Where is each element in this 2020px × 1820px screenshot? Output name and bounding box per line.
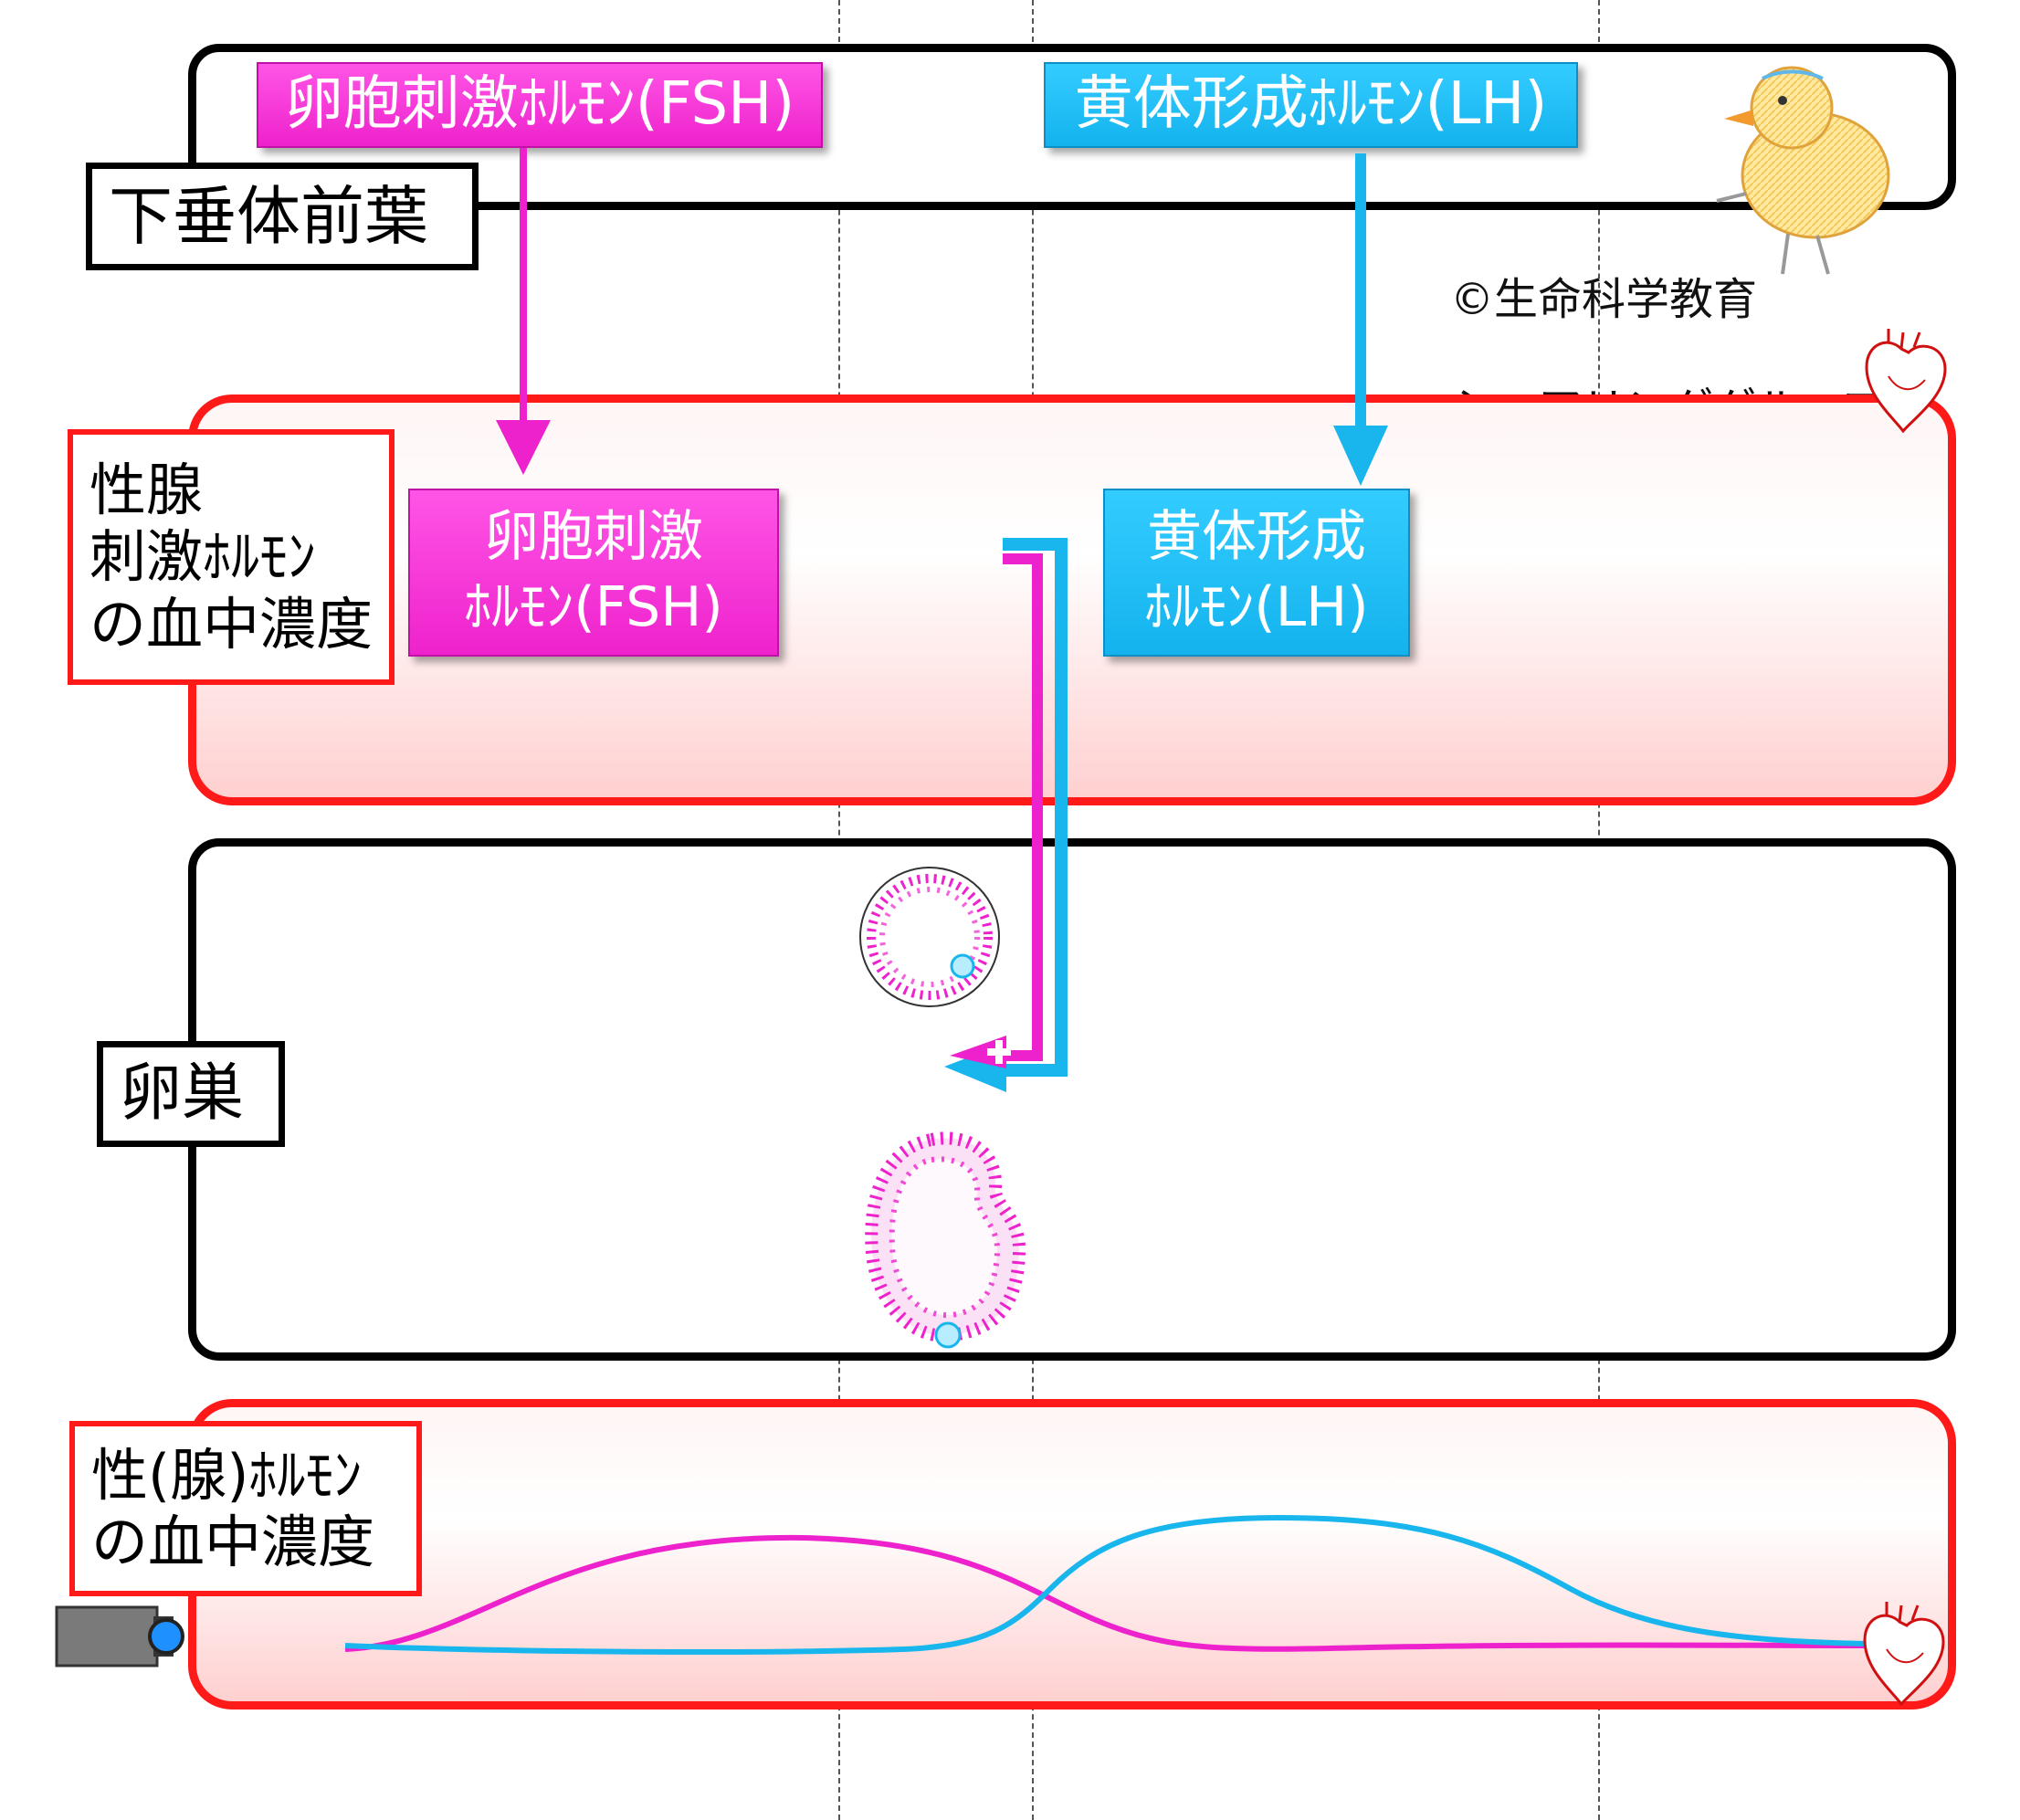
heart-icon — [1865, 329, 1947, 434]
heart-icon — [1863, 1602, 1945, 1707]
plus-sign-v — [995, 1040, 1003, 1064]
camera-icon — [55, 1605, 184, 1667]
corpus-luteum-icon — [865, 1131, 1026, 1349]
pituitary-label: 下垂体前葉 — [86, 163, 479, 270]
stimulation-arrow — [944, 538, 1068, 1092]
chick-icon — [1716, 66, 1890, 275]
ovary-label: 卵巣 — [97, 1041, 285, 1147]
fsh-linked-hormone-curve — [344, 1534, 1873, 1652]
fsh-secretion-arrow — [496, 148, 551, 475]
pituitary-fsh-box: 卵胞刺激ﾎﾙﾓﾝ(FSH) — [257, 62, 823, 148]
lh-secretion-arrow — [1333, 153, 1388, 486]
sex-hormone-blood-label: 性(腺)ﾎﾙﾓﾝ の血中濃度 — [69, 1421, 422, 1596]
follicle-icon — [859, 867, 1000, 1007]
gonadotropin-fsh-box: 卵胞刺激 ﾎﾙﾓﾝ(FSH) — [408, 489, 779, 657]
credit-line-1: ©生命科学教育 — [1450, 274, 1758, 325]
pituitary-lh-box: 黄体形成ﾎﾙﾓﾝ(LH) — [1044, 62, 1578, 148]
lh-linked-hormone-curve — [344, 1514, 1873, 1655]
gonadotropin-lh-box: 黄体形成 ﾎﾙﾓﾝ(LH) — [1103, 489, 1410, 657]
gonadotropin-blood-label: 性腺 刺激ﾎﾙﾓﾝ の血中濃度 — [68, 429, 395, 685]
ovary-panel — [188, 838, 1956, 1361]
